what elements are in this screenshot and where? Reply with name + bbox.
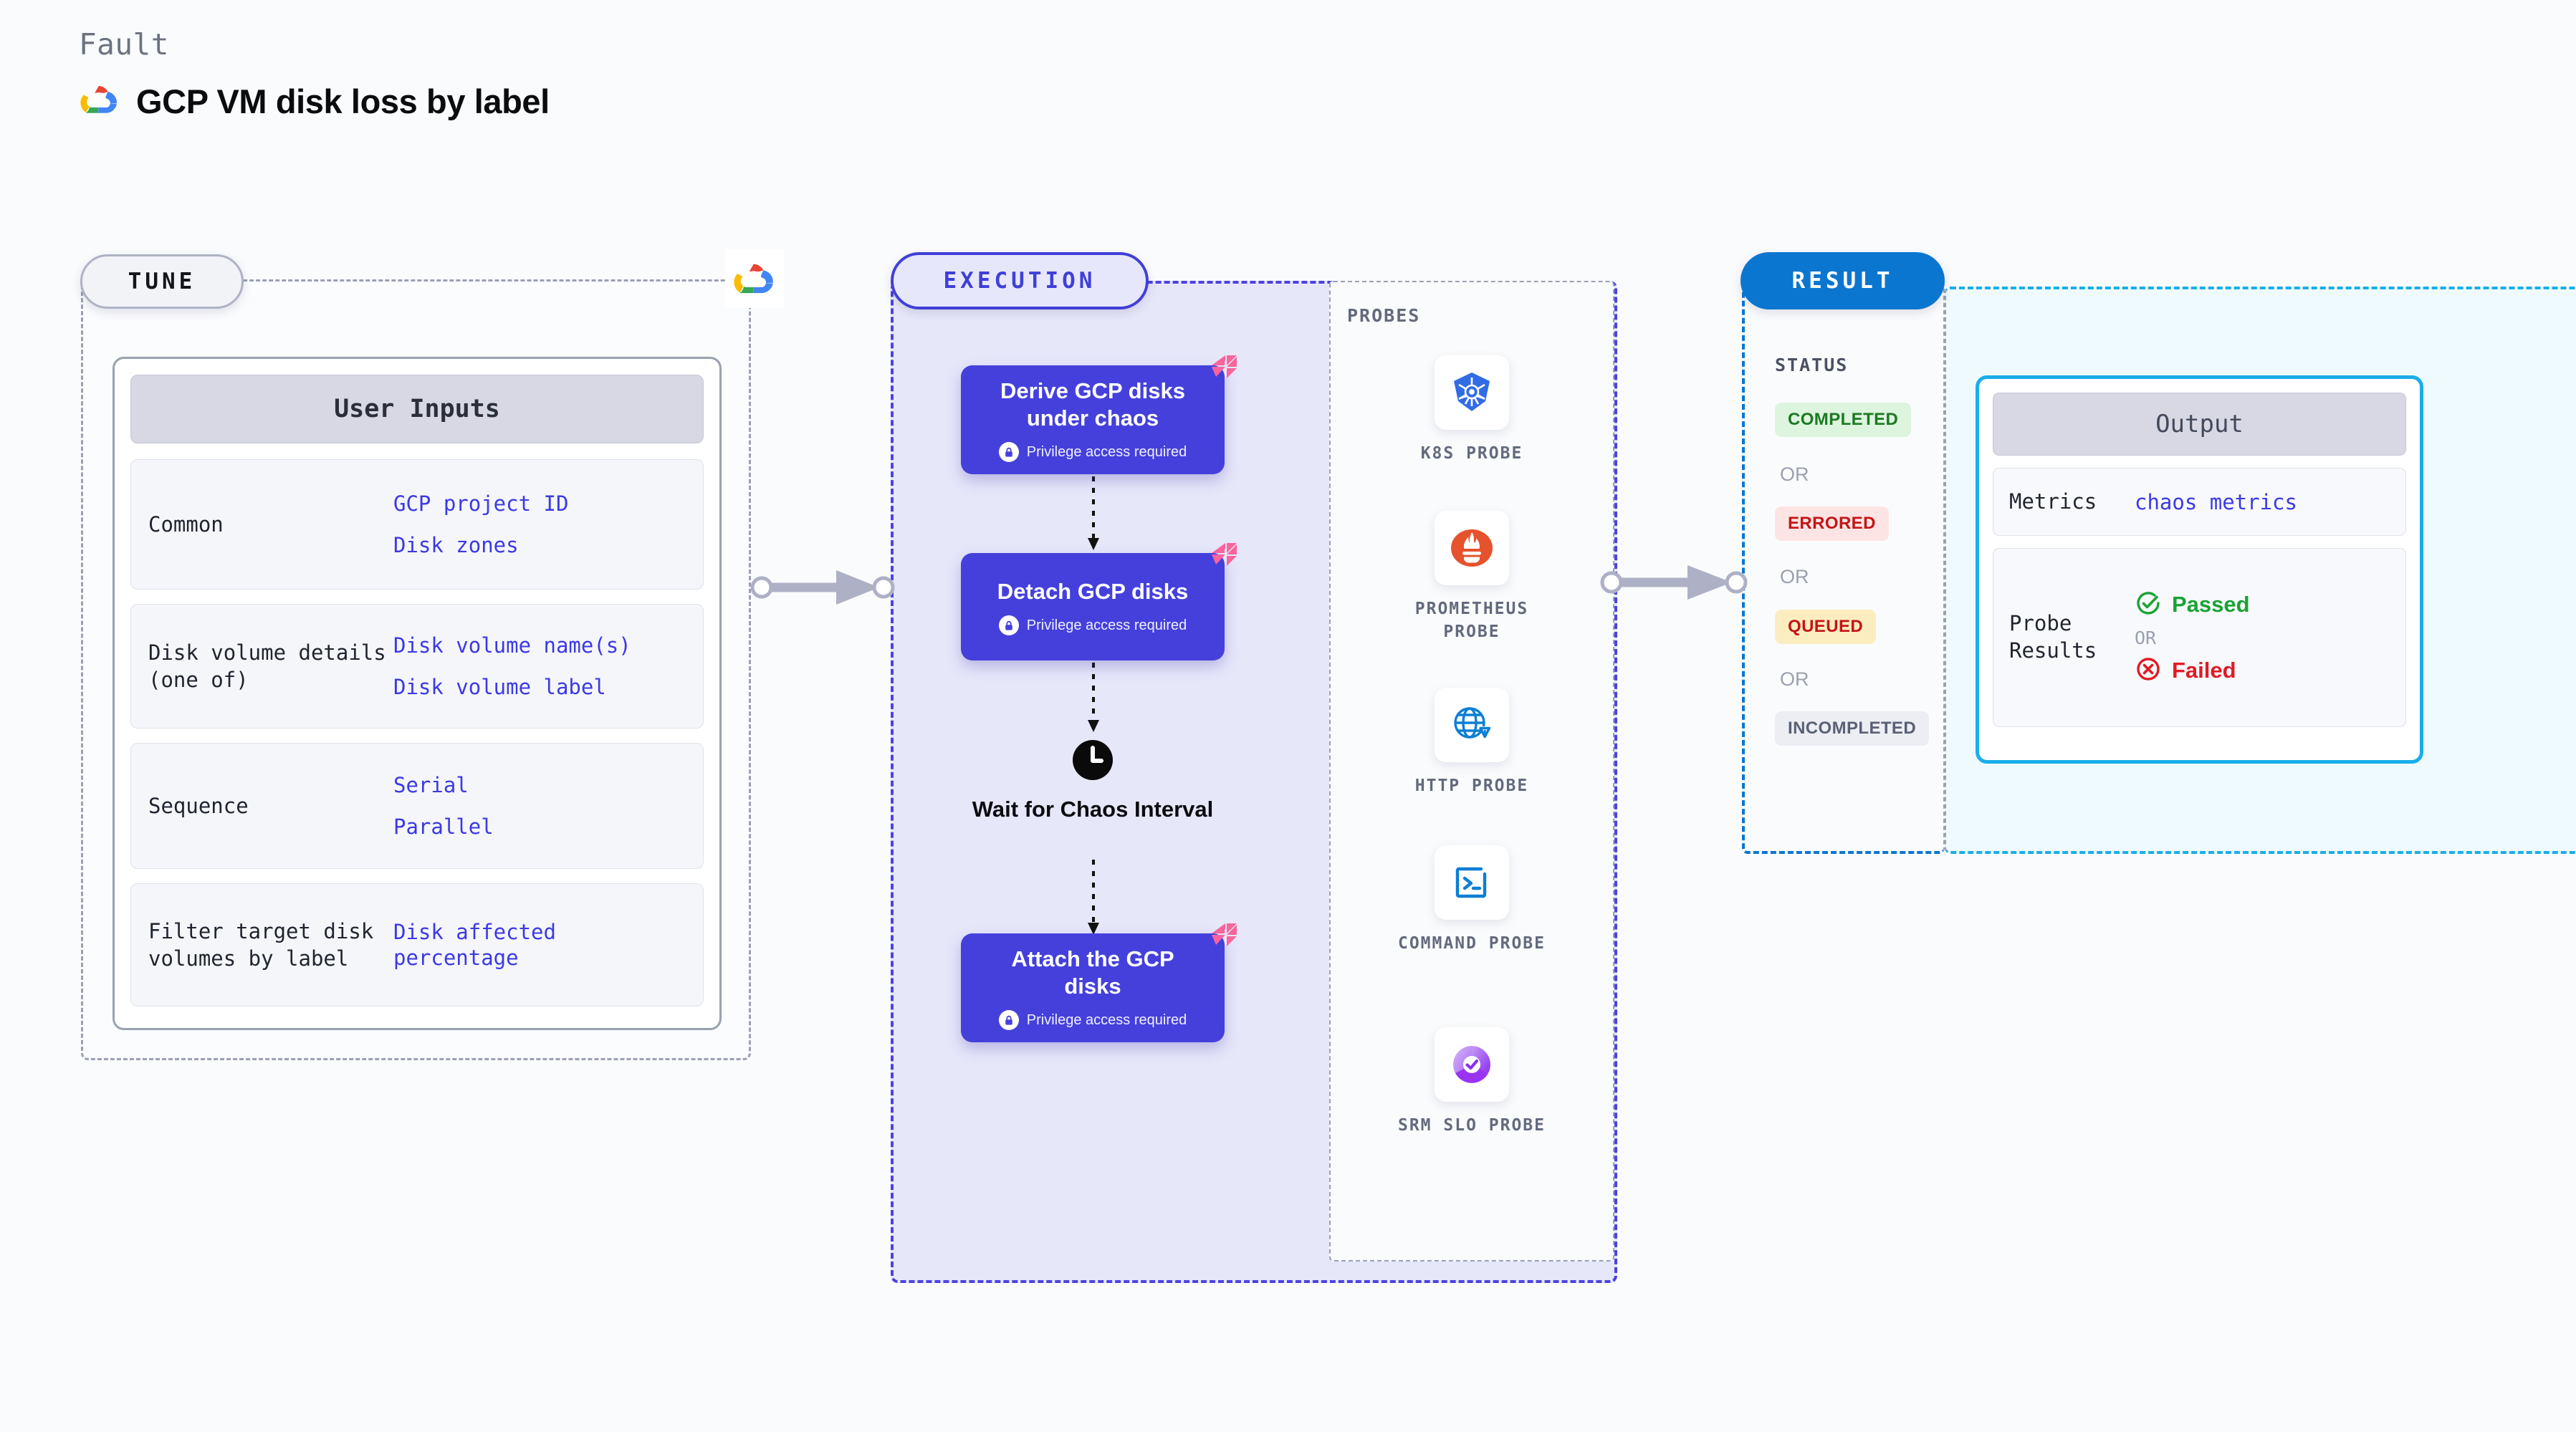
user-inputs-title: User Inputs <box>130 375 704 443</box>
privilege-note: Privilege access required <box>998 442 1187 463</box>
tune-input-row: Sequence Serial Parallel <box>130 743 704 869</box>
execution-step-title: Derive GCP disks under chaos <box>1000 378 1185 431</box>
tune-input-value[interactable]: Disk affected percentage <box>393 919 556 970</box>
flow-arrow <box>1083 860 1104 941</box>
execution-step-title: Detach GCP disks <box>997 578 1189 604</box>
page-header: Fault GCP VM disk loss by label <box>79 27 550 121</box>
gcp-logo-icon <box>79 82 120 120</box>
tune-input-values: Serial Parallel <box>393 772 494 840</box>
connector-tune-to-execution <box>750 566 897 612</box>
terminal-icon <box>1435 845 1509 920</box>
probe-label: SRM SLO PROBE <box>1397 1116 1546 1135</box>
pink-flag-icon <box>1206 351 1239 388</box>
probe-item[interactable]: K8S PROBE <box>1382 355 1561 466</box>
page-title: GCP VM disk loss by label <box>136 82 550 120</box>
tune-input-values: Disk affected percentage <box>393 919 686 971</box>
tune-input-value[interactable]: Disk zones <box>393 533 519 557</box>
kubernetes-icon <box>1435 355 1509 430</box>
tune-input-key: Disk volume details (one of) <box>148 640 386 692</box>
execution-step[interactable]: Attach the GCP disks Privilege access re… <box>961 923 1237 1042</box>
lock-icon <box>998 1010 1019 1031</box>
status-badge: INCOMPLETED <box>1775 711 1930 746</box>
tune-input-row: Common GCP project ID Disk zones <box>130 459 704 590</box>
tune-input-value[interactable]: GCP project ID <box>393 491 569 516</box>
prometheus-icon <box>1435 511 1509 585</box>
probe-result-or: OR <box>2135 627 2157 648</box>
output-probe-results-key: Probe Results <box>2009 611 2097 663</box>
flow-arrow <box>1083 663 1104 738</box>
flow-arrow <box>1083 476 1104 556</box>
tune-pill: TUNE <box>80 254 244 309</box>
privilege-note: Privilege access required <box>998 1010 1187 1031</box>
probe-label: PROMETHEUS PROBE <box>1414 600 1529 641</box>
tune-input-value[interactable]: Serial <box>393 772 469 797</box>
title-row: GCP VM disk loss by label <box>79 82 550 121</box>
privilege-text: Privilege access required <box>1026 1011 1187 1028</box>
probe-item[interactable]: PROMETHEUS PROBE <box>1382 511 1561 643</box>
tune-input-key: Common <box>148 511 224 537</box>
tune-input-values: GCP project ID Disk zones <box>393 491 568 559</box>
privilege-text: Privilege access required <box>1026 617 1187 633</box>
probe-result-list: Passed OR Failed <box>2135 590 2250 686</box>
user-inputs-card: User Inputs Common GCP project ID Disk z… <box>112 357 722 1030</box>
globe-warning-icon <box>1435 688 1509 762</box>
tune-input-value[interactable]: Disk volume name(s) <box>393 633 631 658</box>
fault-kicker: Fault <box>79 27 169 62</box>
lock-icon <box>998 442 1019 463</box>
pink-flag-icon <box>1206 919 1239 956</box>
output-metrics-row: Metrics chaos metrics <box>1993 468 2406 536</box>
execution-step-title: Attach the GCP disks <box>1011 946 1174 999</box>
probe-item[interactable]: HTTP PROBE <box>1382 688 1561 798</box>
srm-slo-icon <box>1435 1027 1509 1102</box>
tune-input-value[interactable]: Disk volume label <box>393 675 606 699</box>
execution-step[interactable]: Derive GCP disks under chaos Privilege a… <box>961 355 1237 474</box>
tune-input-value[interactable]: Parallel <box>393 814 494 839</box>
tune-input-values: Disk volume name(s) Disk volume label <box>393 633 631 701</box>
clock-icon <box>1071 738 1115 786</box>
check-circle-icon <box>2135 590 2162 620</box>
output-probe-results-row: Probe Results Passed OR <box>1993 548 2406 727</box>
connector-execution-to-result <box>1600 561 1751 607</box>
tune-input-key: Sequence <box>148 793 249 818</box>
output-card: Output Metrics chaos metrics Probe Resul… <box>1976 375 2423 764</box>
status-or-label: OR <box>1780 463 1809 485</box>
status-or-label: OR <box>1780 668 1809 690</box>
probe-result-passed: Passed <box>2135 590 2250 620</box>
wait-node-label: Wait for Chaos Interval <box>972 797 1214 822</box>
status-or-label: OR <box>1780 566 1809 587</box>
tune-input-row: Filter target disk volumes by label Disk… <box>130 883 704 1006</box>
privilege-note: Privilege access required <box>998 615 1187 636</box>
probe-label: K8S PROBE <box>1420 444 1523 463</box>
probes-section-label: PROBES <box>1347 305 1421 326</box>
result-pill: RESULT <box>1741 252 1945 309</box>
x-circle-icon <box>2135 655 2162 686</box>
probe-label: HTTP PROBE <box>1414 777 1529 795</box>
passed-label: Passed <box>2172 592 2250 617</box>
tune-gcp-badge-icon <box>725 249 784 308</box>
status-badge: ERRORED <box>1775 506 1889 541</box>
probe-result-failed: Failed <box>2135 655 2250 686</box>
output-metrics-key: Metrics <box>2009 489 2097 514</box>
result-status-panel <box>1742 281 1945 854</box>
wait-node: Wait for Chaos Interval <box>961 738 1225 823</box>
output-metrics-value[interactable]: chaos metrics <box>2135 489 2297 514</box>
tune-input-key: Filter target disk volumes by label <box>148 918 374 971</box>
probe-label: COMMAND PROBE <box>1397 934 1546 953</box>
privilege-text: Privilege access required <box>1026 443 1187 460</box>
execution-step[interactable]: Detach GCP disks Privilege access requir… <box>961 543 1237 660</box>
status-badge: QUEUED <box>1775 610 1877 644</box>
probe-item[interactable]: COMMAND PROBE <box>1382 845 1561 956</box>
pink-flag-icon <box>1206 539 1239 575</box>
output-card-title: Output <box>1993 393 2406 456</box>
failed-label: Failed <box>2172 658 2236 683</box>
execution-pill: EXECUTION <box>891 252 1149 309</box>
status-section-label: STATUS <box>1775 355 1849 375</box>
status-badge: COMPLETED <box>1775 403 1912 437</box>
lock-icon <box>998 615 1019 636</box>
probe-item[interactable]: SRM SLO PROBE <box>1382 1027 1561 1138</box>
tune-input-row: Disk volume details (one of) Disk volume… <box>130 604 704 729</box>
